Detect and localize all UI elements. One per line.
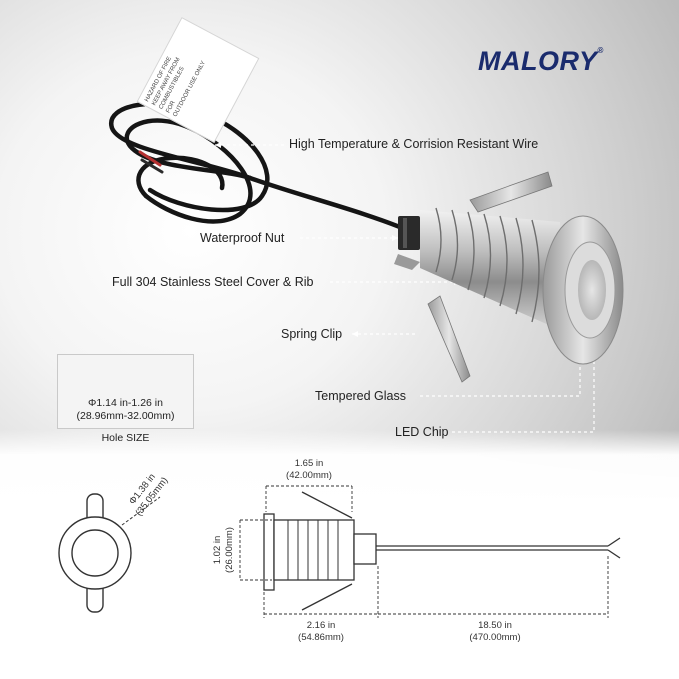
wire-length-in: 18.50 in [478, 620, 512, 631]
height-in: 1.02 in [212, 535, 223, 565]
front-view-drawing [58, 493, 161, 613]
width-mm: (42.00mm) [286, 470, 332, 481]
lamp-face [542, 215, 624, 365]
hole-diameter-in: Φ1.14 in-1.26 in [88, 397, 163, 409]
brand-logo: MALORY® [478, 46, 604, 77]
brand-name: MALORY [478, 46, 598, 76]
wire-length-label: 18.50 in (470.00mm) [460, 620, 530, 644]
callout-cover: Full 304 Stainless Steel Cover & Rib [112, 275, 314, 289]
width-in: 1.65 in [294, 458, 324, 469]
height-label: 1.02 in (26.00mm) [212, 518, 236, 582]
dimension-lines [239, 485, 609, 618]
height-mm: (26.00mm) [224, 527, 235, 573]
body-length-label: 2.16 in (54.86mm) [288, 620, 354, 644]
width-label: 1.65 in (42.00mm) [280, 458, 338, 482]
callout-chip: LED Chip [395, 425, 449, 439]
spring-clips [394, 171, 553, 383]
ribbed-body [420, 207, 560, 330]
body-length-mm: (54.86mm) [298, 632, 344, 643]
callout-wire: High Temperature & Corrision Resistant W… [289, 137, 539, 151]
waterproof-nut [398, 216, 420, 250]
hole-size-panel: Φ1.14 in-1.26 in (28.96mm-32.00mm) [57, 354, 194, 429]
registered-mark: ® [597, 46, 604, 55]
side-view-drawing [263, 491, 621, 611]
wire-ends [138, 150, 164, 174]
callout-nut: Waterproof Nut [200, 231, 285, 245]
wire-length-mm: (470.00mm) [469, 632, 521, 643]
body-length-in: 2.16 in [306, 620, 336, 631]
hole-size-title: Hole SIZE [101, 432, 150, 444]
callout-clip: Spring Clip [281, 327, 343, 341]
callout-glass: Tempered Glass [315, 389, 407, 403]
hole-diameter-mm: (28.96mm-32.00mm) [76, 410, 175, 422]
